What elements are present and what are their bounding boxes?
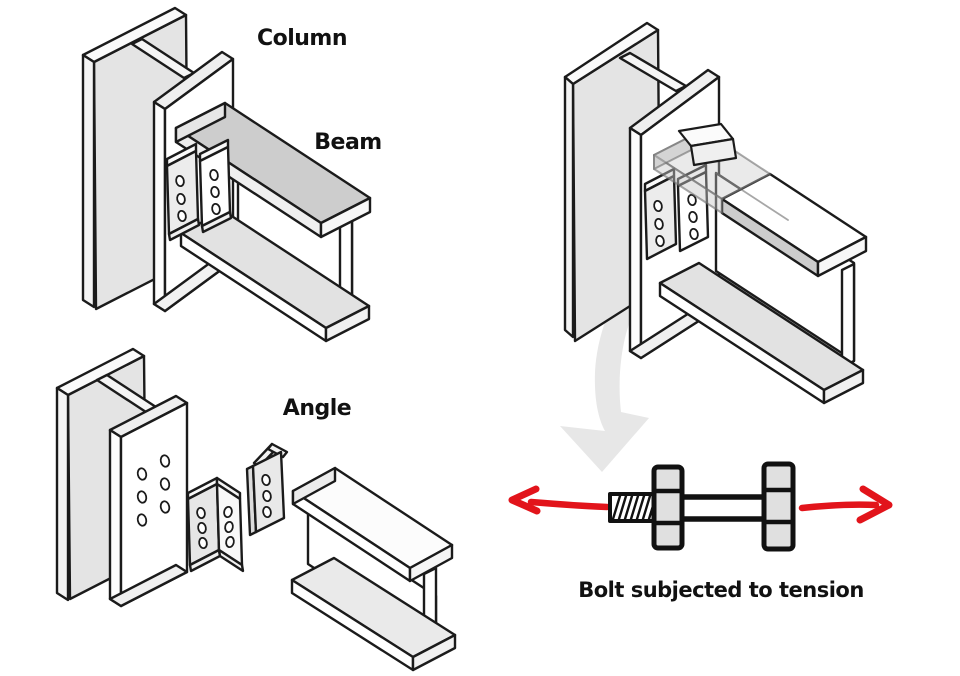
thread-hatching [613,496,656,519]
column-label: Column [256,26,348,51]
column-member [57,349,187,606]
connection-figure [83,8,370,341]
angle-cleat [167,140,231,240]
angle-cleat-single [247,444,287,535]
bolt-tension-caption: Bolt subjected to tension [578,578,864,602]
bolt-assembly [610,464,793,549]
angle-label: Angle [282,396,352,421]
bolt-tension-figure [512,464,889,549]
red-arrow-right-icon [802,489,889,520]
exploded-figure [57,349,455,670]
bolt-holes [175,169,221,222]
bolt-holes [261,474,272,518]
beam-member [660,173,866,403]
bolt-holes [137,454,171,526]
detail-callout-figure [560,23,866,472]
flange-cut-slot [679,124,736,165]
red-arrow-left-icon [512,489,607,511]
beam-member [292,468,455,670]
angle-cleat [645,165,708,259]
gray-curved-callout-arrow-icon [560,264,665,472]
bolt-holes [196,506,235,549]
angle-cleat-pair [188,478,243,571]
ghost-top-flange [654,130,788,220]
bolt-head [764,464,793,549]
nut [654,467,682,548]
beam-label: Beam [314,130,382,155]
bolt-holes [653,194,699,247]
